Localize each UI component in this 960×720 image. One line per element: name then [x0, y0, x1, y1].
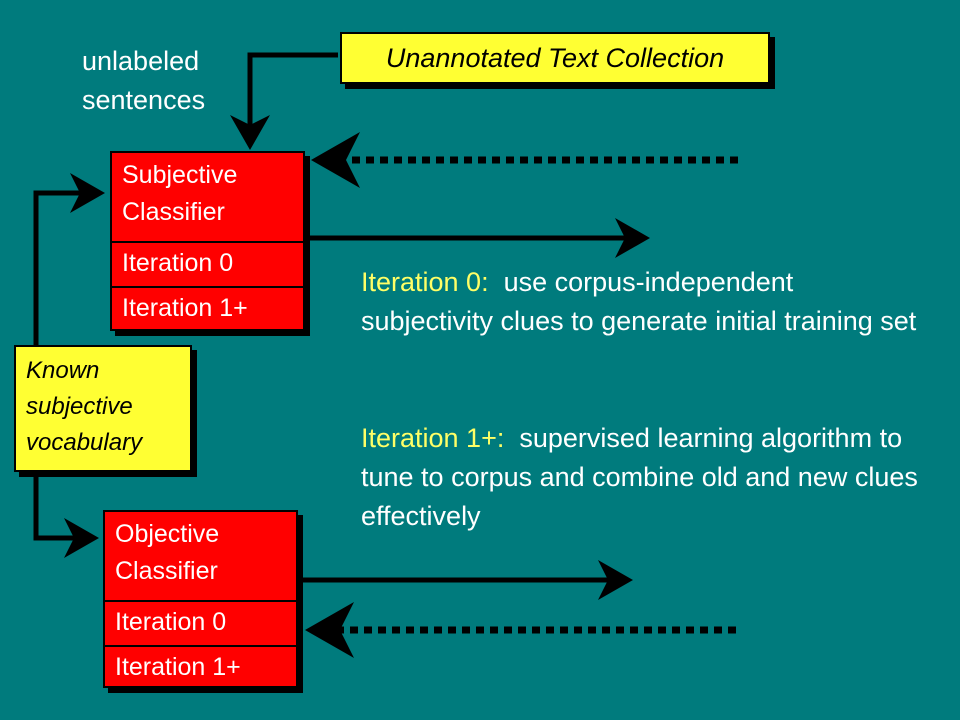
- iteration-1-note-text: supervised learning algorithm to tune to…: [361, 423, 918, 531]
- unannotated-text-collection-box: Unannotated Text Collection: [340, 32, 770, 84]
- iteration-0-note-label: Iteration 0:: [361, 267, 489, 297]
- unlabeled-line-2: sentences: [82, 85, 206, 115]
- source-to-subjective-arrow: [230, 52, 338, 150]
- known-subjective-vocabulary-box: Known subjective vocabulary: [14, 345, 192, 472]
- objective-iteration-1: Iteration 1+: [105, 645, 296, 687]
- unannotated-text-collection-label: Unannotated Text Collection: [385, 42, 725, 73]
- subjective-classifier-box: Subjective Classifier Iteration 0 Iterat…: [110, 151, 305, 331]
- subjective-name-line-1: Subjective: [122, 161, 238, 189]
- unlabeled-sentences-label: unlabeled sentences: [82, 42, 205, 120]
- subjective-iteration-0: Iteration 0: [112, 241, 303, 283]
- vocab-to-subjective-arrow: [33, 173, 105, 345]
- vocab-to-objective-arrow: [33, 472, 99, 558]
- iteration-1-note-label: Iteration 1+:: [361, 423, 505, 453]
- objective-name-line-1: Objective: [115, 520, 220, 548]
- iteration-0-note-text: use corpus-independent subjectivity clue…: [361, 267, 917, 336]
- subjective-name-line-2: Classifier: [122, 198, 225, 226]
- objective-iteration-0: Iteration 0: [105, 600, 296, 642]
- iteration-1-note: Iteration 1+: supervised learning algori…: [361, 419, 921, 536]
- objective-classifier-name: Objective Classifier: [105, 512, 296, 600]
- subjective-classifier-name: Subjective Classifier: [112, 153, 303, 241]
- known-line-2: subjective: [26, 393, 133, 420]
- unlabeled-line-1: unlabeled: [82, 46, 200, 76]
- objective-name-line-2: Classifier: [115, 557, 218, 585]
- objective-classifier-box: Objective Classifier Iteration 0 Iterati…: [103, 510, 298, 688]
- known-line-1: Known: [26, 357, 100, 384]
- subjective-iteration-1: Iteration 1+: [112, 286, 303, 328]
- iteration-0-note: Iteration 0: use corpus-independent subj…: [361, 263, 921, 341]
- known-line-3: vocabulary: [26, 429, 143, 456]
